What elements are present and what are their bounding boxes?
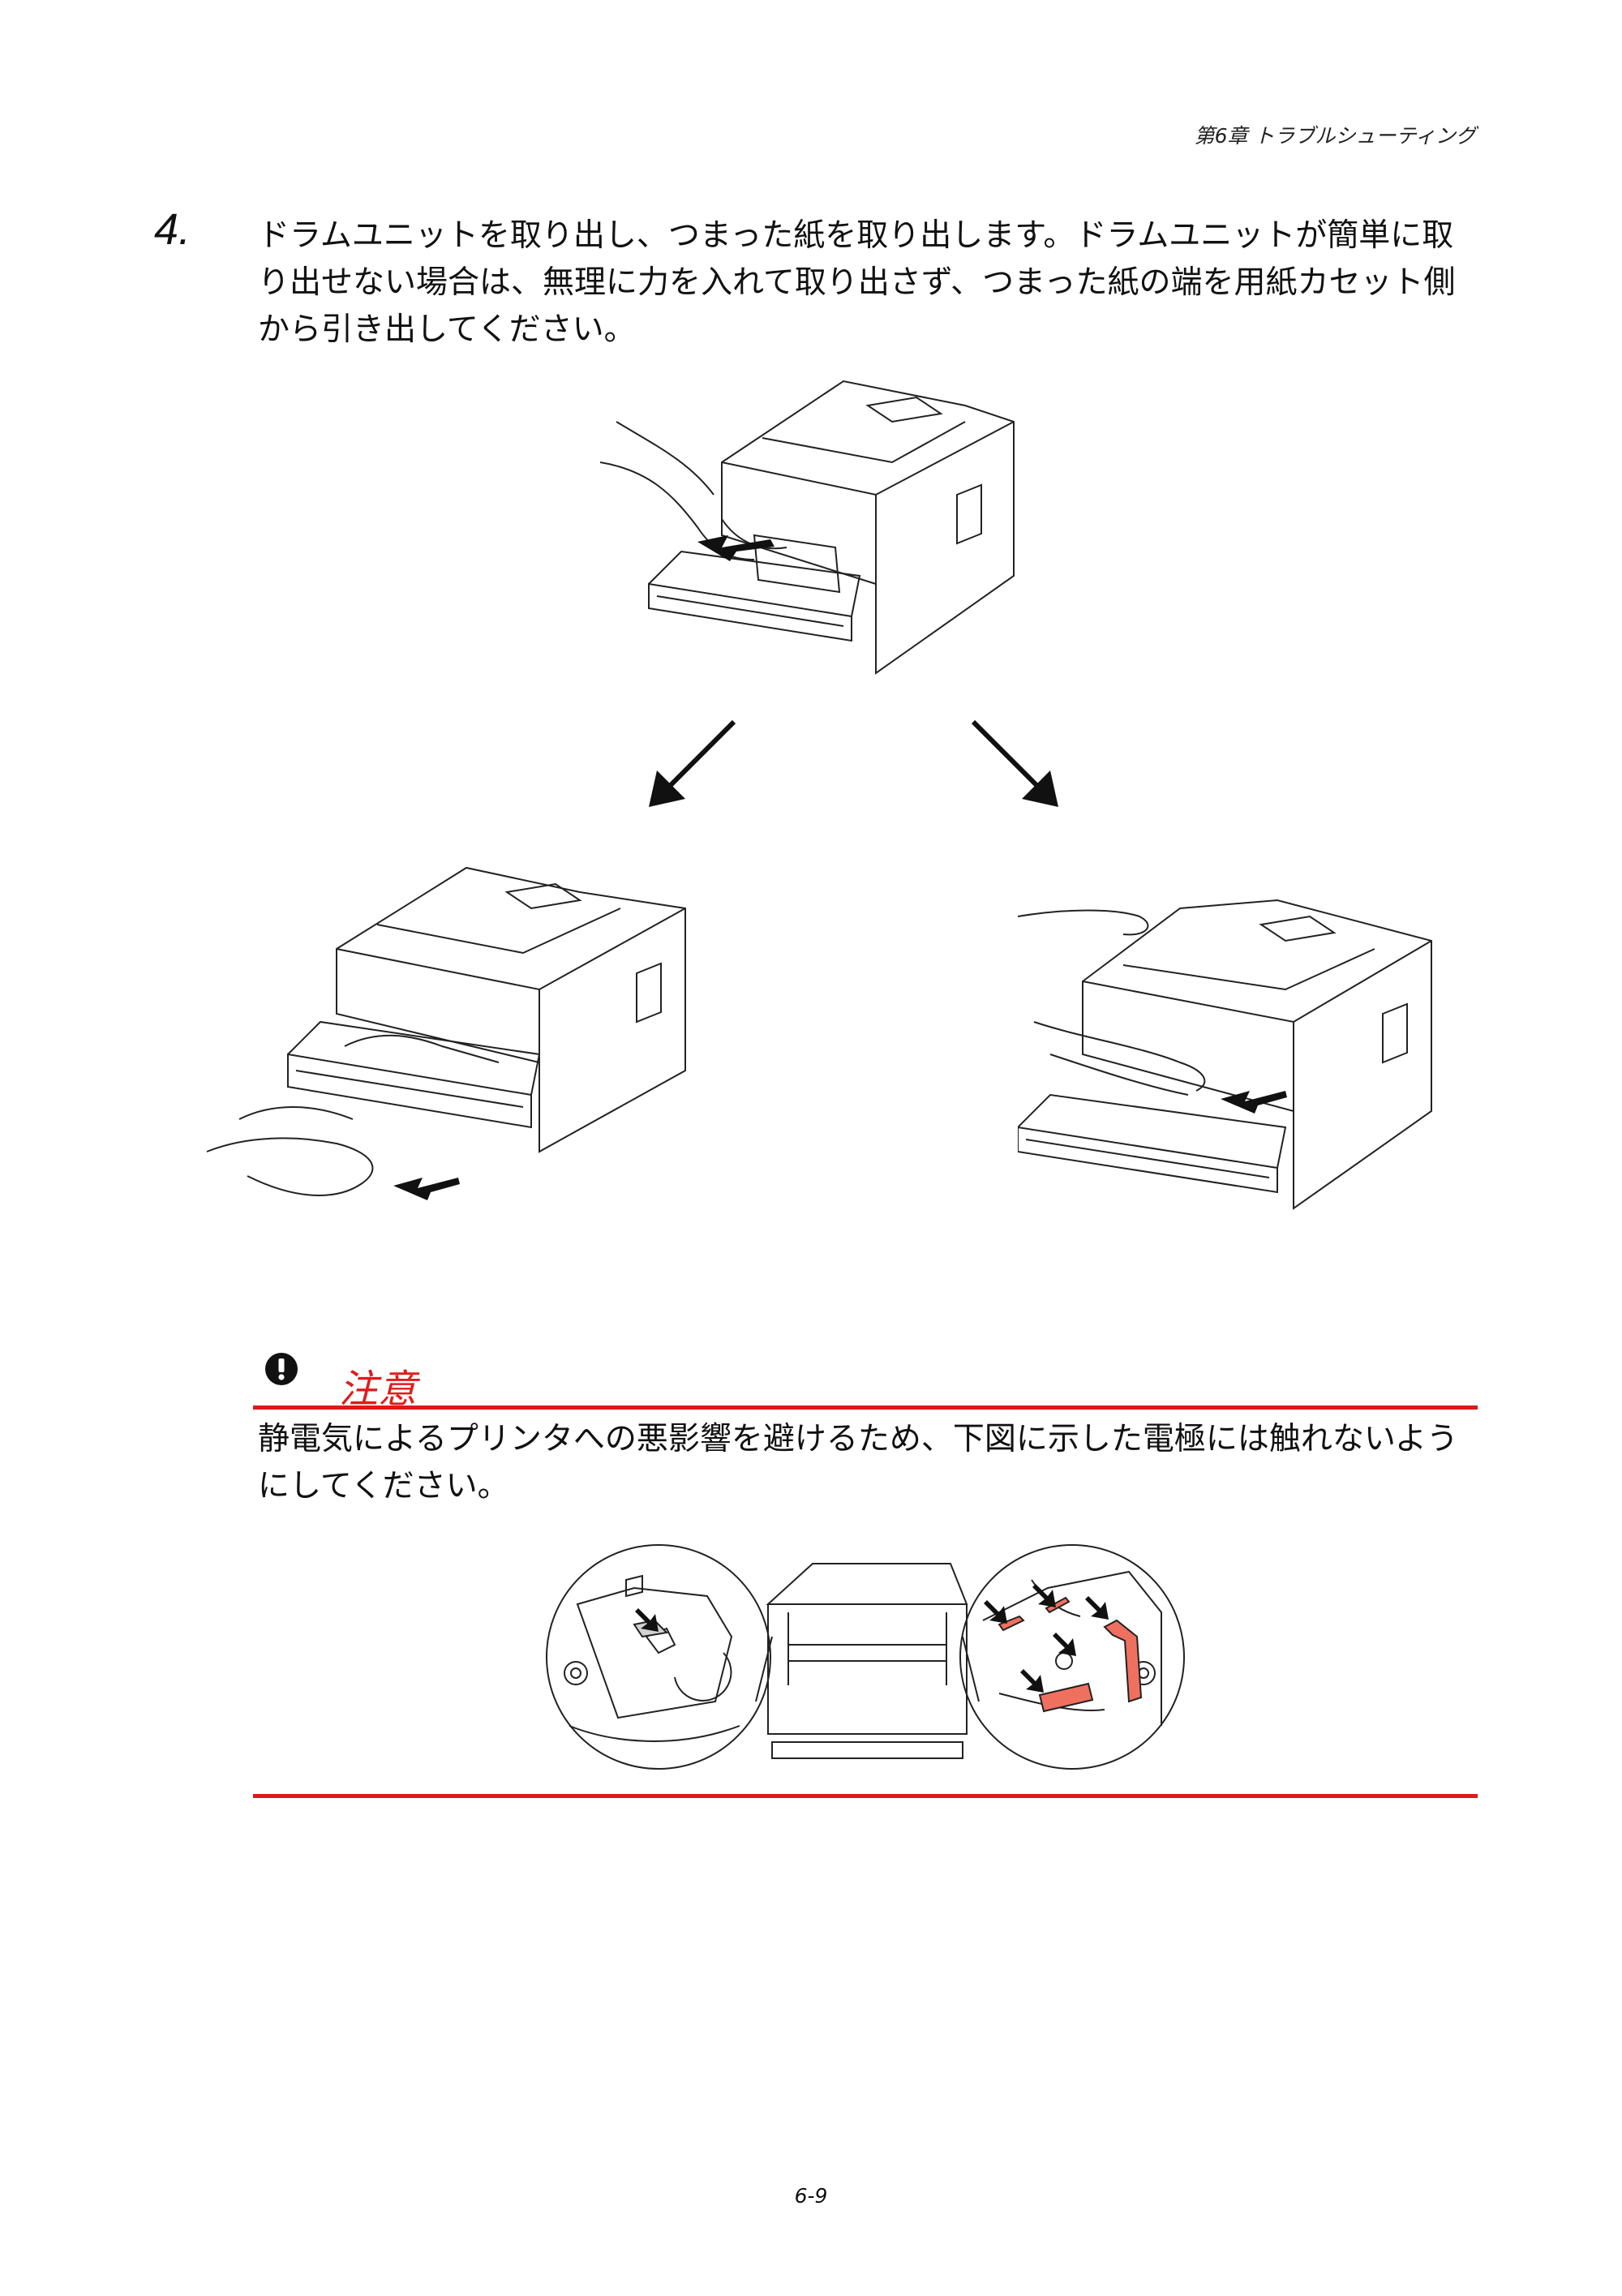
- branch-arrows: [649, 719, 1058, 807]
- caution-title: 注意: [339, 1367, 418, 1412]
- caution-bottom-rule: [253, 1794, 1478, 1798]
- exclamation-circle-icon: [265, 1353, 298, 1385]
- chapter-header: 第6章 トラブルシューティング: [1194, 124, 1476, 148]
- step-number: 4.: [154, 205, 191, 254]
- paper-from-front-illustration: [1018, 899, 1432, 1210]
- electrode-illustration: [546, 1544, 1185, 1770]
- paper-from-cassette-illustration: [206, 866, 686, 1200]
- step-instruction: ドラムユニットを取り出し、つまった紙を取り出します。ドラムユニットが簡単に取り出…: [258, 217, 1456, 348]
- drum-removal-illustration: [600, 380, 1015, 675]
- caution-text: 静電気によるプリンタへの悪影響を避けるため、下図に示した電極には触れないようにし…: [258, 1421, 1459, 1504]
- caution-top-rule: [253, 1405, 1478, 1410]
- page-number: 6-9: [794, 2184, 828, 2208]
